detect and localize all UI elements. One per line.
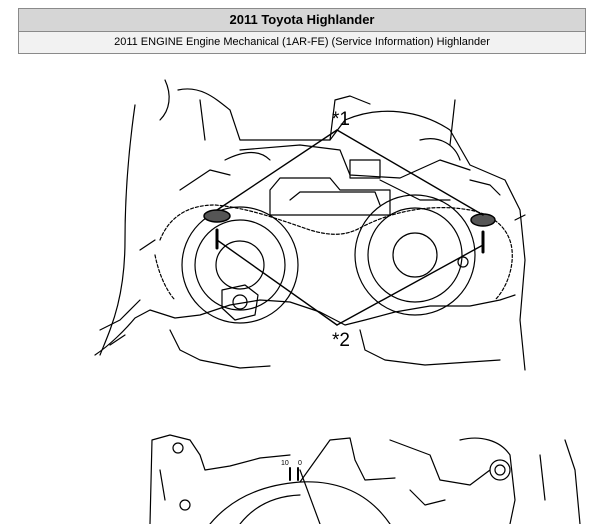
scale-mark-10: 10 bbox=[281, 460, 289, 467]
timing-mark-right bbox=[470, 213, 496, 254]
document-header: 2011 Toyota Highlander 2011 ENGINE Engin… bbox=[18, 8, 586, 54]
document-title: 2011 Toyota Highlander bbox=[19, 9, 585, 32]
callout-leader-lines bbox=[216, 129, 484, 326]
scale-mark-0: 0 bbox=[298, 460, 302, 467]
crank-pulley-outline bbox=[149, 434, 581, 524]
callout-2-label: *2 bbox=[332, 330, 350, 351]
timing-mark-left bbox=[203, 209, 231, 250]
callout-1-label: *1 bbox=[332, 109, 350, 130]
engine-block-outline bbox=[94, 79, 526, 371]
document-subtitle: 2011 ENGINE Engine Mechanical (1AR-FE) (… bbox=[19, 32, 585, 53]
